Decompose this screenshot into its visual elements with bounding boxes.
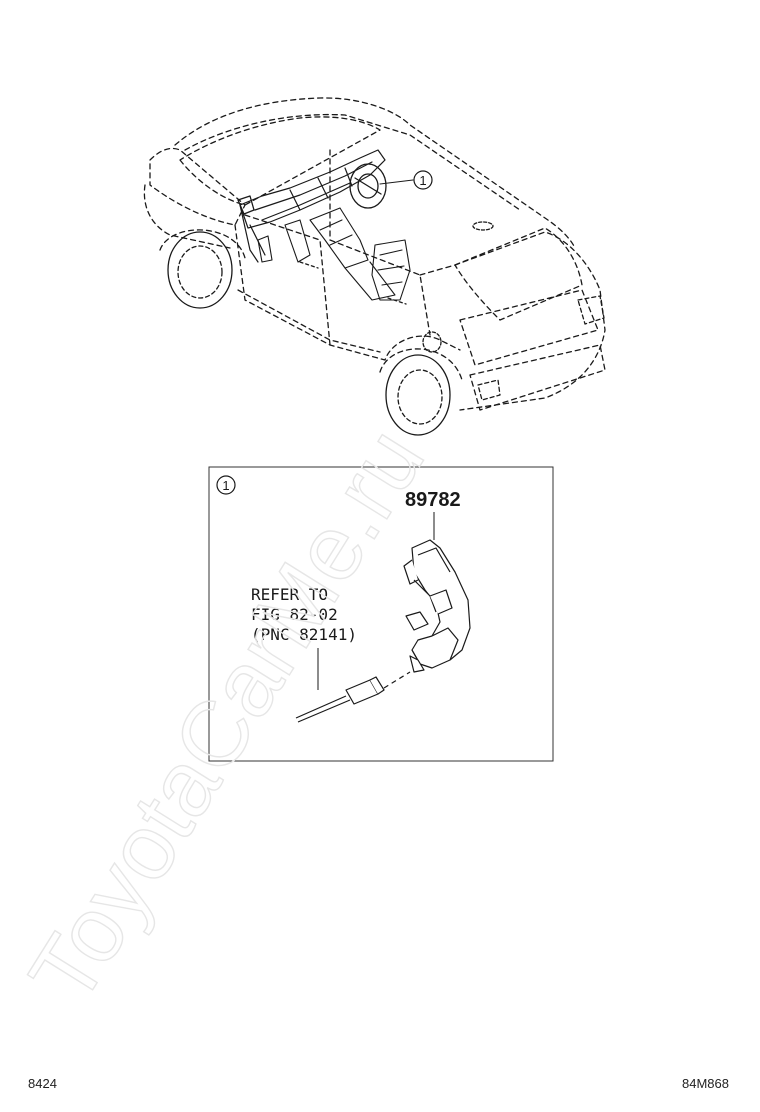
tail-light: [577, 295, 605, 325]
detail-panel-marker-label: 1: [222, 478, 229, 493]
vehicle-illustration: [143, 97, 606, 436]
wire: [295, 695, 347, 719]
rear-seat: [371, 239, 411, 301]
rear-wheel-arch: [379, 348, 463, 381]
rear-door: [329, 239, 431, 336]
front-door: [244, 214, 331, 346]
rear-reflector: [477, 379, 501, 401]
tailgate: [459, 289, 599, 366]
footer-left-code: 8424: [28, 1076, 57, 1091]
wire-dashed: [383, 671, 411, 689]
rear-bumper: [469, 344, 606, 411]
reference-line-2: FIG 82-02: [251, 605, 338, 624]
interior-dashboard: [239, 149, 386, 263]
side-body: [234, 224, 461, 361]
rear-quarter: [419, 231, 606, 411]
roof-inner: [184, 113, 521, 211]
side-sill: [237, 289, 381, 353]
reference-line-3: (PNC 82141): [251, 625, 357, 644]
front-wheel-arch: [159, 229, 246, 259]
front-wheel: [167, 231, 233, 309]
steering-wheel: [349, 163, 387, 209]
front-bumper: [143, 184, 231, 249]
bracket-part: [403, 539, 471, 673]
detail-panel: [208, 466, 554, 762]
callout-marker: 1: [413, 170, 433, 190]
rear-wheel-hub: [397, 369, 443, 425]
fuel-lid: [422, 331, 442, 353]
side-mirror: [237, 195, 255, 215]
detail-panel-marker: 1: [216, 475, 236, 495]
roof-outline: [174, 97, 576, 249]
front-wheel-hub: [177, 245, 223, 299]
front-seat: [257, 219, 311, 263]
part-number-label: 89782: [405, 489, 461, 511]
footer-right-code: 84M868: [682, 1076, 729, 1091]
reference-line-1: REFER TO: [251, 585, 328, 604]
rear-window: [454, 227, 583, 321]
callout-marker-label: 1: [419, 173, 426, 188]
windshield: [179, 116, 381, 206]
callout-leader-line: [379, 179, 414, 185]
door-handle-front: [299, 261, 319, 269]
rear-wheel: [385, 354, 451, 436]
door-handle-rear: [387, 297, 407, 305]
roof-antenna: [472, 221, 494, 231]
center-console: [309, 207, 396, 301]
wire-harness: [295, 671, 411, 723]
hood: [149, 147, 246, 226]
